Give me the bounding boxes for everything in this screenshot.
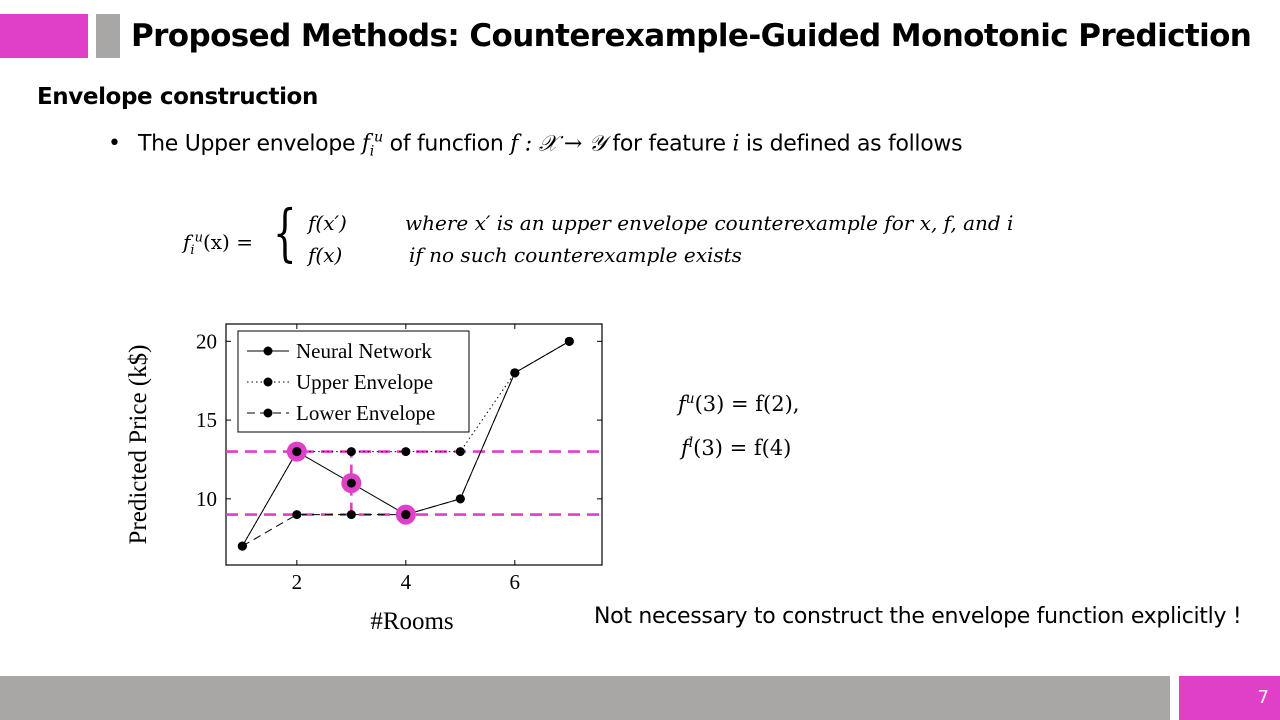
x-tick-label: 4 xyxy=(401,570,412,594)
legend-label: Upper Envelope xyxy=(296,370,433,394)
slide-title: Proposed Methods: Counterexample-Guided … xyxy=(131,18,1252,54)
y-tick-label: 10 xyxy=(196,487,217,511)
envelope-chart: 2 4 6 10 15 20 #Rooms Predicted Price (k$) Neura… xyxy=(125,323,603,635)
equation-lhs: fiu(x) = xyxy=(183,230,253,258)
plot-frame xyxy=(225,323,603,566)
footer-accent: 7 xyxy=(1179,676,1280,720)
bullet-marker: • xyxy=(108,131,121,157)
bullet-mid: of funcfion xyxy=(382,131,511,157)
x-tick-label: 2 xyxy=(292,570,303,594)
equation-case1-value: f(x′) xyxy=(308,211,347,235)
data-point xyxy=(401,447,411,457)
legend-swatch-marker xyxy=(263,408,273,418)
section-heading: Envelope construction xyxy=(37,84,318,110)
data-point xyxy=(346,510,356,520)
y-axis-label: Predicted Price (k$) xyxy=(125,345,152,545)
page-number: 7 xyxy=(1257,687,1269,708)
title-grey-bar xyxy=(96,14,120,58)
data-point xyxy=(292,510,302,520)
upper-envelope-example: fu(3) = f(2), xyxy=(678,391,800,416)
bullet-f-symbol: fiu xyxy=(361,130,383,160)
bullet-mapping: f : 𝒳 → 𝒴 xyxy=(510,131,606,157)
data-point xyxy=(292,447,302,457)
legend-box xyxy=(237,330,470,433)
footer-bar xyxy=(0,676,1170,720)
data-point xyxy=(455,447,465,457)
equation-case1-condition: where x′ is an upper envelope counterexa… xyxy=(405,211,1014,235)
bullet-feature-var: i xyxy=(732,131,740,157)
bullet-definition: • The Upper envelope fiu of funcfion f : … xyxy=(108,130,963,160)
bullet-mid2: for feature xyxy=(605,131,733,157)
legend-swatch-marker xyxy=(263,346,273,356)
equation-case2-condition: if no such counterexample exists xyxy=(409,243,742,267)
y-tick-label: 15 xyxy=(196,408,217,432)
data-point xyxy=(401,510,411,520)
data-point xyxy=(455,494,465,504)
legend-label: Neural Network xyxy=(296,339,432,363)
bullet-suffix: is defined as follows xyxy=(739,131,963,157)
y-tick-label: 20 xyxy=(196,329,217,353)
legend-swatch-marker xyxy=(263,377,273,387)
x-axis-label: #Rooms xyxy=(370,608,453,635)
legend-label: Lower Envelope xyxy=(296,401,435,425)
data-point xyxy=(346,478,356,488)
data-point xyxy=(237,541,247,551)
data-point xyxy=(564,336,574,346)
data-point xyxy=(510,368,520,378)
x-tick-label: 6 xyxy=(510,570,521,594)
title-accent-bar xyxy=(0,14,88,58)
equation-case2-value: f(x) xyxy=(308,243,343,267)
note-text: Not necessary to construct the envelope … xyxy=(594,604,1242,629)
data-point xyxy=(346,447,356,457)
bullet-prefix: The Upper envelope xyxy=(138,131,362,157)
equation-brace: { xyxy=(273,196,297,269)
lower-envelope-example: fl(3) = f(4) xyxy=(681,435,792,460)
